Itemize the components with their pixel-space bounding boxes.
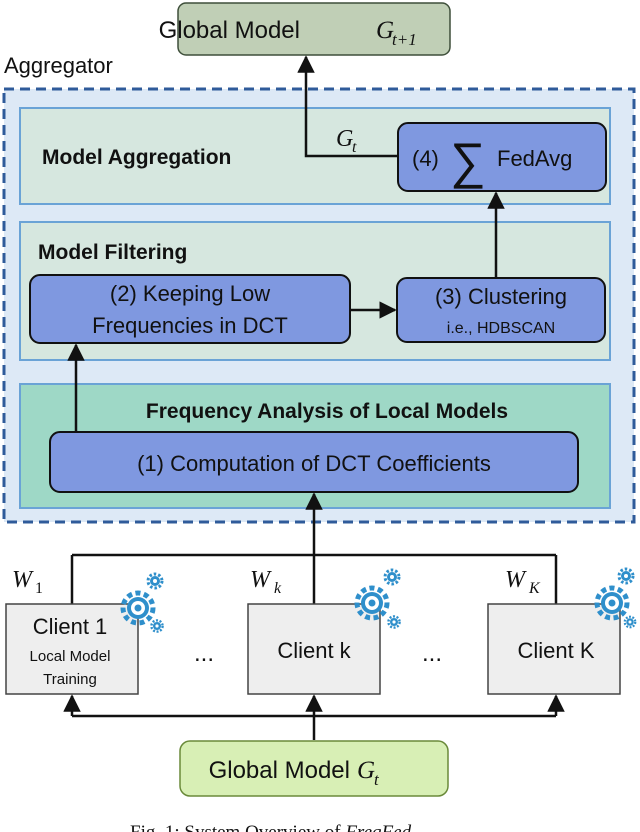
frequency-analysis-title: Frequency Analysis of Local Models — [146, 400, 508, 423]
fedavg-box: (4) ∑ FedAvg — [397, 122, 607, 192]
dct-computation-box: (1) Computation of DCT Coefficients — [49, 431, 579, 493]
keeping-line-1: (2) Keeping Low — [110, 281, 270, 306]
weight-subscript-k: k — [274, 580, 282, 597]
figure-caption: Fig. 1: System Overview of FreqFed — [130, 822, 412, 832]
global-model-next-box: Global Model G t+1 — [159, 2, 451, 56]
weight-subscript-1: 1 — [35, 580, 43, 597]
client-k-name: Client k — [277, 638, 351, 663]
fedavg-label: FedAvg — [497, 146, 572, 171]
aggregator-label: Aggregator — [4, 53, 113, 78]
global-model-current-subscript: t — [374, 770, 380, 789]
client-K-box: Client K — [487, 603, 621, 695]
weight-symbol-1: W — [12, 567, 34, 593]
arrow-fedavg-to-global-next — [297, 55, 398, 158]
gt-subscript: t — [352, 139, 357, 156]
clustering-line-2: i.e., HDBSCAN — [447, 320, 555, 337]
global-model-next-subscript: t+1 — [392, 30, 417, 49]
client-K-name: Client K — [517, 638, 594, 663]
dct-computation-label: (1) Computation of DCT Coefficients — [137, 451, 491, 476]
client-1-name: Client 1 — [33, 614, 108, 639]
client-upload-arrows — [70, 492, 558, 604]
client-k-box: Client k — [247, 603, 381, 695]
global-model-current-symbol: G — [357, 757, 375, 784]
weight-symbol-K: W — [505, 567, 527, 593]
weight-label-1: W 1 — [12, 567, 43, 597]
gt-symbol: G — [336, 126, 353, 152]
weight-label-K: W K — [505, 567, 541, 597]
client-1-box: Client 1 Local Model Training — [5, 603, 139, 695]
figure-caption-prefix: Fig. 1: System Overview of — [130, 822, 345, 832]
global-model-current-label: Global Model — [209, 757, 350, 784]
weight-label-k: W k — [250, 567, 282, 597]
keeping-low-frequencies-box: (2) Keeping Low Frequencies in DCT — [29, 274, 351, 344]
weight-symbol-k: W — [250, 567, 272, 593]
clustering-line-1: (3) Clustering — [435, 284, 567, 309]
ellipsis-right: ... — [422, 640, 442, 667]
model-aggregation-title: Model Aggregation — [42, 146, 231, 169]
client-1-detail-line-1: Local Model — [30, 648, 111, 665]
global-model-next-label: Global Model — [159, 17, 300, 44]
weight-subscript-K: K — [528, 580, 541, 597]
ellipsis-left: ... — [194, 640, 214, 667]
client-1-detail-line-2: Training — [43, 671, 97, 688]
internal-arrows — [67, 55, 505, 432]
clustering-box: (3) Clustering i.e., HDBSCAN — [396, 277, 606, 343]
fedavg-step-number: (4) — [412, 146, 439, 171]
global-model-distribution-arrows — [63, 694, 565, 740]
global-model-current-box: Global Model G t — [179, 740, 449, 797]
model-filtering-title: Model Filtering — [38, 241, 187, 264]
global-model-next-symbol: G — [376, 17, 394, 44]
summation-icon: ∑ — [450, 133, 486, 189]
figure-caption-name: FreqFed — [344, 822, 411, 832]
keeping-line-2: Frequencies in DCT — [92, 313, 288, 338]
